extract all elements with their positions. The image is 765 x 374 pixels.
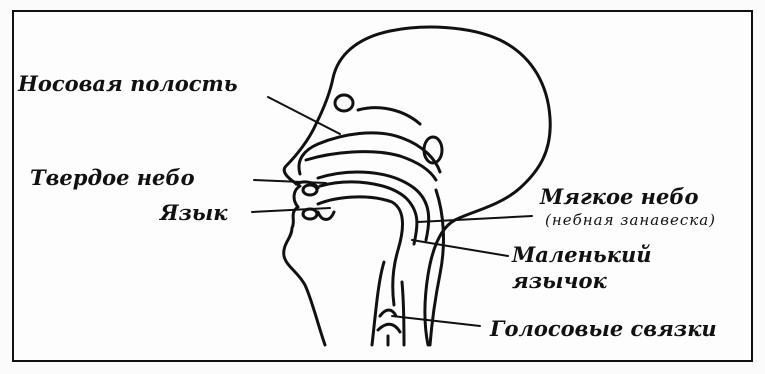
upper-sinus [335, 95, 353, 111]
vocal-cord-1 [380, 310, 396, 316]
lower-teeth-detail [318, 212, 334, 220]
label-soft-palate: Мягкое небо [540, 186, 699, 207]
label-vocal-cords: Голосовые связки [490, 318, 717, 339]
label-uvula-line1: Маленький [512, 244, 652, 265]
tongue-outline [318, 197, 403, 305]
label-nasal-cavity: Носовая полость [18, 73, 238, 94]
upper-teeth [303, 185, 317, 195]
larynx-right [402, 282, 404, 345]
nasal-turbinate [358, 108, 420, 124]
lower-teeth [303, 209, 317, 219]
leader-nasal-cavity [268, 97, 340, 134]
nasal-passage-outline [299, 133, 440, 174]
label-tongue: Язык [160, 202, 228, 223]
leader-soft-palate [418, 216, 532, 222]
larynx-left [372, 262, 384, 345]
leader-uvula [412, 240, 508, 256]
vocal-cord-2 [378, 324, 400, 332]
label-soft-palate-note: (небная занавеска) [545, 213, 716, 228]
label-hard-palate: Твердое небо [30, 167, 195, 188]
label-uvula-line2: язычок [512, 270, 607, 291]
